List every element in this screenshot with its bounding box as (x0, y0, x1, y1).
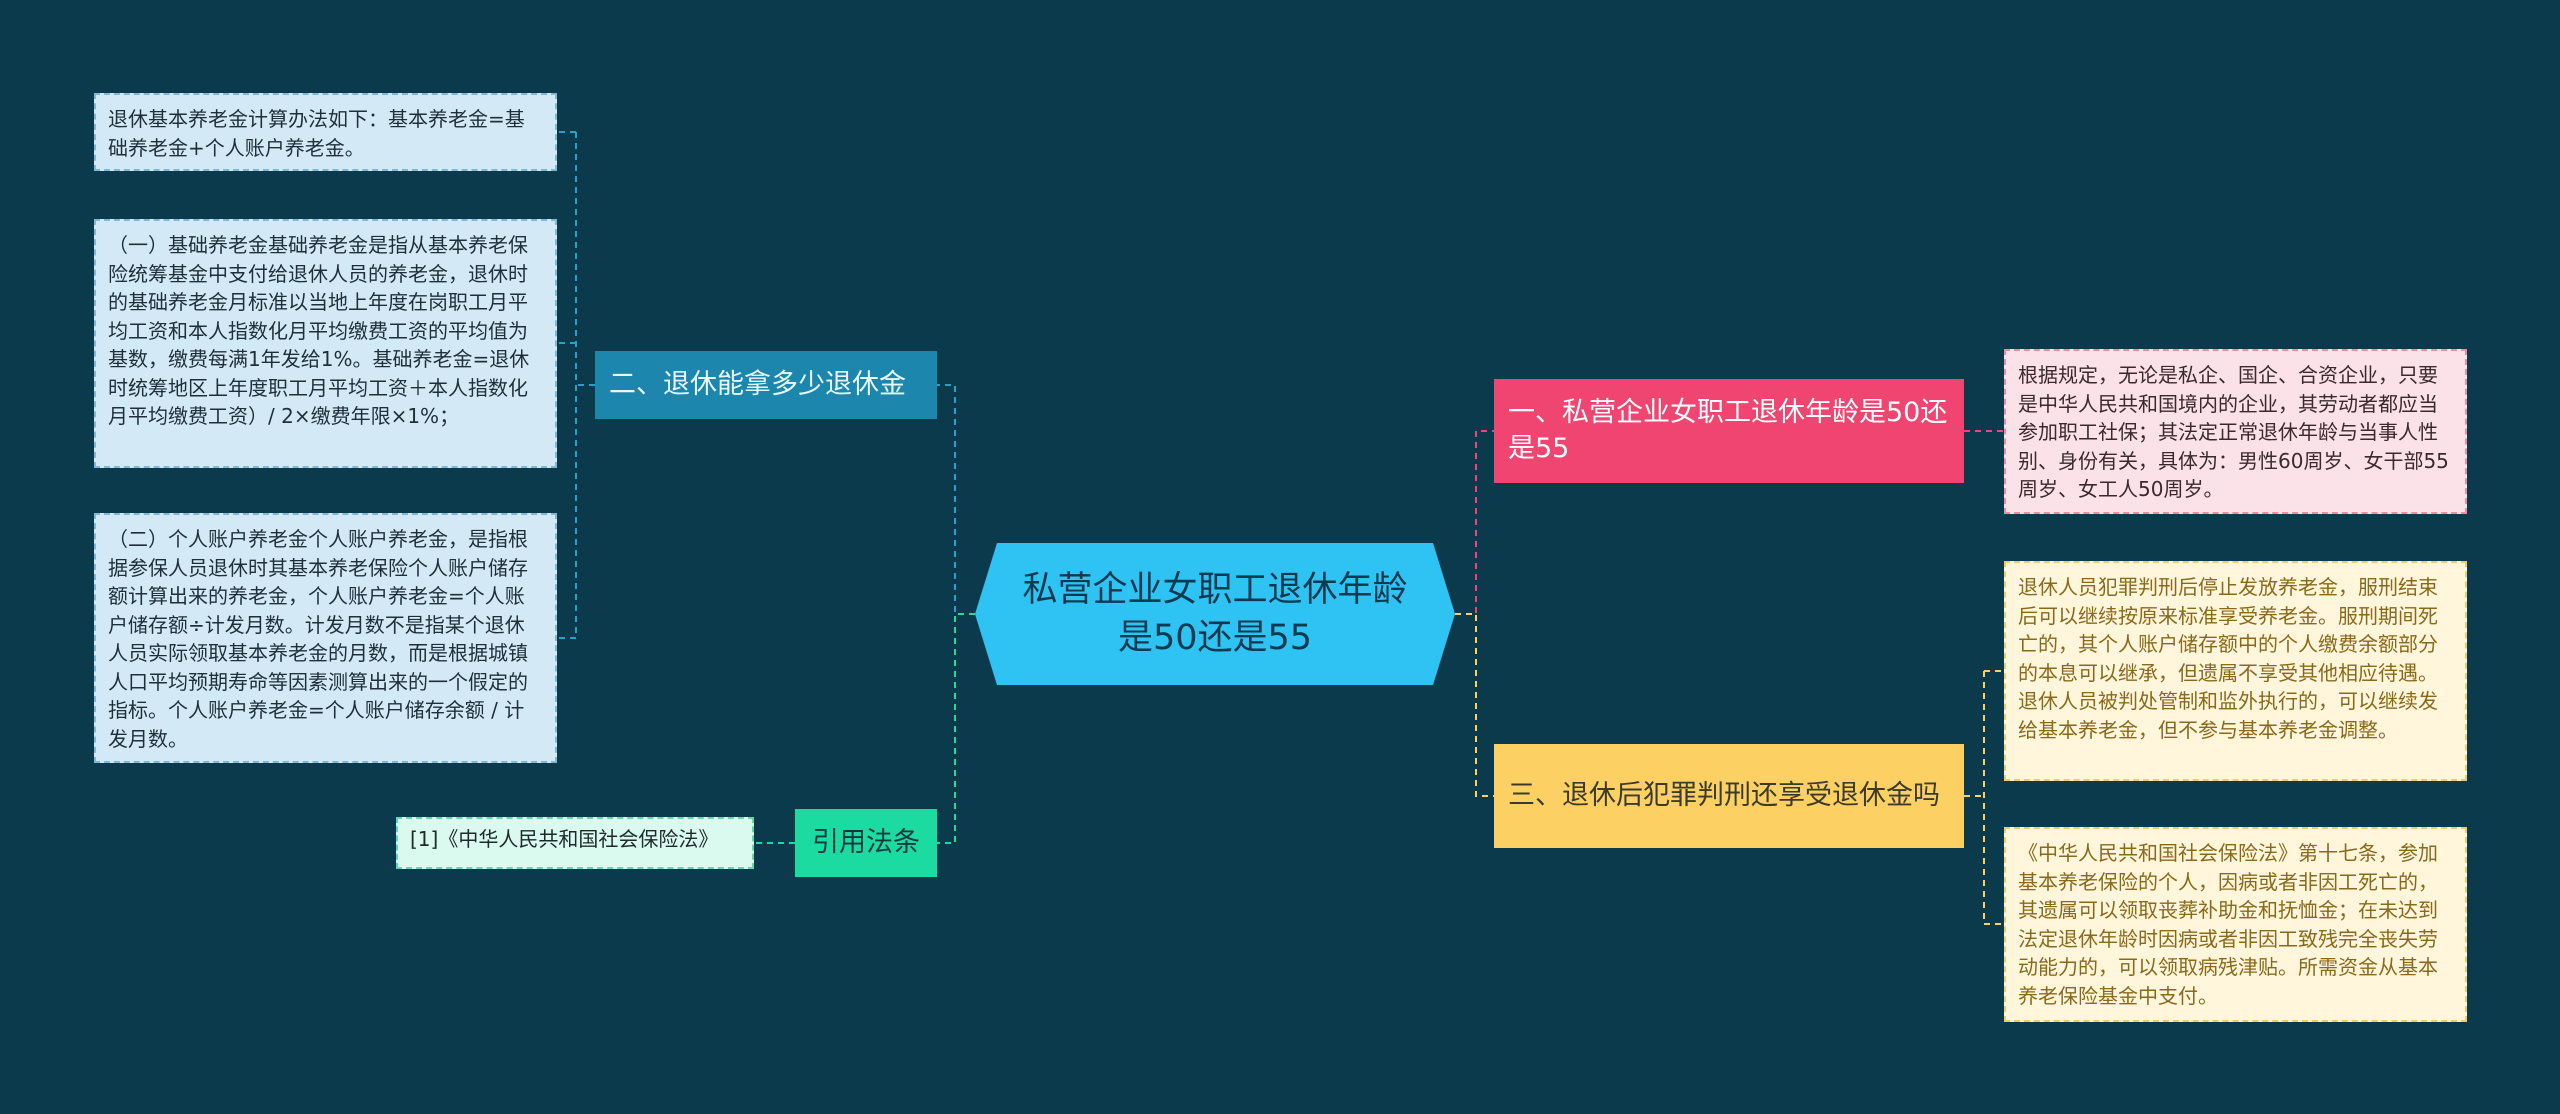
connector-center-b1 (1455, 430, 1494, 615)
branch-crime-pension-label: 三、退休后犯罪判刑还享受退休金吗 (1508, 780, 1940, 811)
connector-center-b3 (1455, 613, 1494, 797)
branch-crime-pension[interactable]: 三、退休后犯罪判刑还享受退休金吗 (1494, 744, 1964, 848)
connector-center-b4 (937, 613, 975, 844)
branch-cited-law-label: 引用法条 (812, 827, 920, 858)
branch-pension-amount[interactable]: 二、退休能拿多少退休金 (595, 351, 937, 419)
leaf-crime-pension-rule[interactable]: 退休人员犯罪判刑后停止发放养老金，服刑结束后可以继续按原来标准享受养老金。服刑期… (2004, 561, 2467, 781)
connector-b2-leaves (557, 131, 595, 639)
central-topic-label: 私营企业女职工退休年龄是50还是55 (1022, 570, 1408, 658)
branch-retirement-age[interactable]: 一、私营企业女职工退休年龄是50还是55 (1494, 379, 1964, 483)
branch-pension-amount-label: 二、退休能拿多少退休金 (609, 369, 906, 400)
leaf-cited-law[interactable]: [1]《中华人民共和国社会保险法》 (396, 817, 754, 869)
leaf-pension-formula[interactable]: 退休基本养老金计算办法如下：基本养老金=基础养老金+个人账户养老金。 (94, 93, 557, 171)
branch-cited-law[interactable]: 引用法条 (795, 809, 937, 877)
branch-retirement-age-label: 一、私营企业女职工退休年龄是50还是55 (1508, 397, 1948, 464)
central-topic[interactable]: 私营企业女职工退休年龄是50还是55 (975, 543, 1455, 685)
leaf-personal-account-pension[interactable]: （二）个人账户养老金个人账户养老金，是指根据参保人员退休时其基本养老保险个人账户… (94, 513, 557, 763)
connector-center-b2 (937, 384, 975, 615)
leaf-social-insurance-article[interactable]: 《中华人民共和国社会保险法》第十七条，参加基本养老保险的个人，因病或者非因工死亡… (2004, 827, 2467, 1022)
leaf-retirement-age-rule[interactable]: 根据规定，无论是私企、国企、合资企业，只要是中华人民共和国境内的企业，其劳动者都… (2004, 349, 2467, 514)
connector-b3-leaves (1964, 670, 2004, 925)
leaf-basic-pension[interactable]: （一）基础养老金基础养老金是指从基本养老保险统筹基金中支付给退休人员的养老金，退… (94, 219, 557, 468)
